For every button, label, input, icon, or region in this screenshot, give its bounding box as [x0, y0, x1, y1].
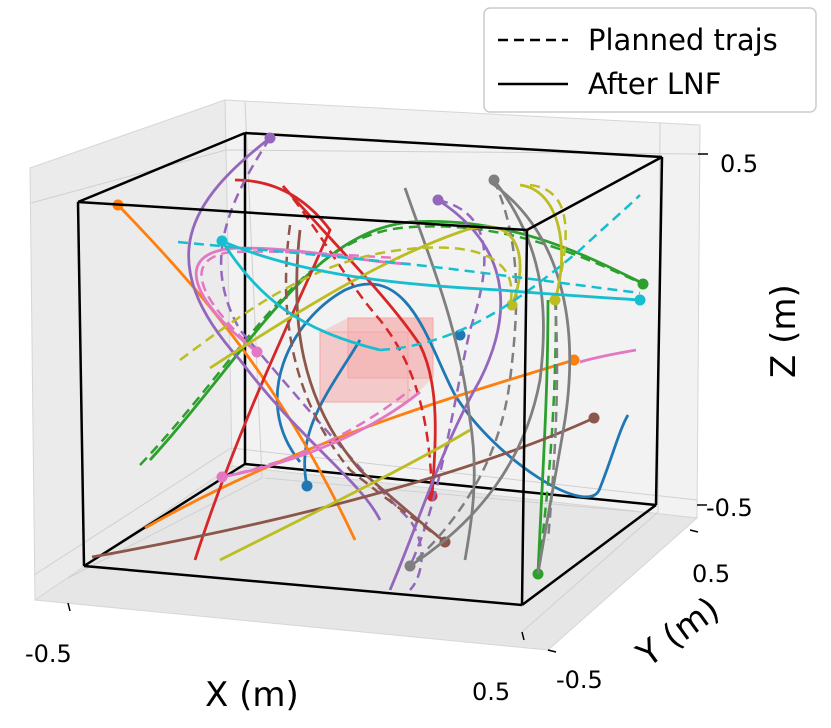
lnf-trajectory-line: [219, 428, 471, 562]
y-tick-max: 0.5: [692, 560, 730, 588]
trajectory-1: [301, 339, 362, 492]
lnf-trajectory-line: [295, 229, 446, 544]
lnf-trajectory-line: [221, 239, 641, 302]
legend-planned-label: Planned trajs: [588, 23, 778, 57]
x-axis-label: X (m): [205, 675, 299, 715]
trajectory-start-marker: [506, 299, 518, 311]
lnf-trajectory-line: [220, 240, 381, 352]
z-axis-label: Z (m): [764, 284, 804, 378]
planned-trajectory-line: [177, 240, 641, 295]
planned-trajectory-line: [379, 194, 641, 352]
axes-panes: [29, 99, 701, 651]
z-tick-max: 0.5: [720, 150, 758, 178]
lnf-trajectory-line: [388, 198, 503, 591]
planned-trajectory-line: [179, 246, 513, 362]
trajectory-0: [275, 282, 630, 499]
legend-after-label: After LNF: [588, 67, 721, 101]
trajectory-19: [519, 183, 567, 306]
trajectory-start-marker: [634, 294, 646, 306]
trajectory-start-marker: [404, 560, 416, 572]
trajectory-21: [177, 239, 646, 306]
trajectory-start-marker: [301, 480, 313, 492]
trajectory-start-marker: [568, 354, 580, 366]
planned-trajectory-line: [139, 225, 644, 466]
lnf-trajectory-line: [148, 219, 641, 461]
trajectory-14: [579, 348, 637, 364]
trajectory-start-marker: [432, 194, 444, 206]
trajectory-11: [91, 412, 600, 559]
bounding-box-front: [76, 155, 664, 607]
trajectory-9: [388, 194, 503, 591]
trajectory-start-marker: [637, 278, 649, 290]
lnf-trajectory-line: [579, 348, 637, 364]
trajectory-start-marker: [454, 329, 466, 341]
planned-trajectory-line: [219, 137, 423, 591]
tick-labels: -0.5 0.5 -0.5 0.5 0.5 -0.5: [25, 150, 758, 706]
trajectory-20: [219, 428, 471, 562]
trajectory-start-marker: [549, 294, 561, 306]
legend: Planned trajs After LNF: [483, 7, 817, 113]
z-tick-min: -0.5: [706, 494, 753, 522]
obstacle-top-face: [320, 318, 433, 332]
y-tick-min: -0.5: [556, 666, 603, 694]
trajectory-22: [216, 194, 641, 352]
lnf-trajectory-line: [519, 183, 563, 301]
planned-trajectory-line: [221, 389, 411, 479]
trajectory-start-marker: [264, 132, 276, 144]
lnf-trajectory-line: [303, 339, 362, 487]
trajectories: [91, 132, 649, 591]
x-tick-max: 0.5: [472, 678, 510, 706]
trajectory-12: [216, 389, 421, 483]
planned-trajectory-line: [409, 179, 518, 567]
floor-pane: [33, 465, 699, 651]
planned-trajectory-line: [408, 198, 486, 567]
lnf-trajectory-line: [221, 390, 421, 479]
lnf-trajectory-line: [193, 178, 332, 561]
lnf-trajectory-line: [489, 180, 571, 575]
y-axis-label: Y (m): [629, 589, 727, 676]
lnf-trajectory-line: [275, 282, 630, 499]
trajectory-4: [139, 219, 649, 466]
lnf-trajectory-line: [91, 416, 595, 559]
trajectory-7: [193, 178, 332, 561]
x-tick-min: -0.5: [25, 640, 72, 668]
trajectory-start-marker: [588, 412, 600, 424]
trajectory-start-marker: [251, 346, 263, 358]
trajectory-start-marker: [216, 235, 228, 247]
trajectory-18: [179, 225, 522, 370]
lnf-trajectory-line: [116, 204, 357, 541]
trajectory-16: [404, 180, 571, 575]
planned-trajectory-line: [282, 185, 434, 497]
trajectory-start-marker: [216, 471, 228, 483]
legend-frame: [483, 7, 817, 113]
tick-marks: [67, 153, 708, 653]
lnf-trajectory-line: [209, 225, 522, 370]
